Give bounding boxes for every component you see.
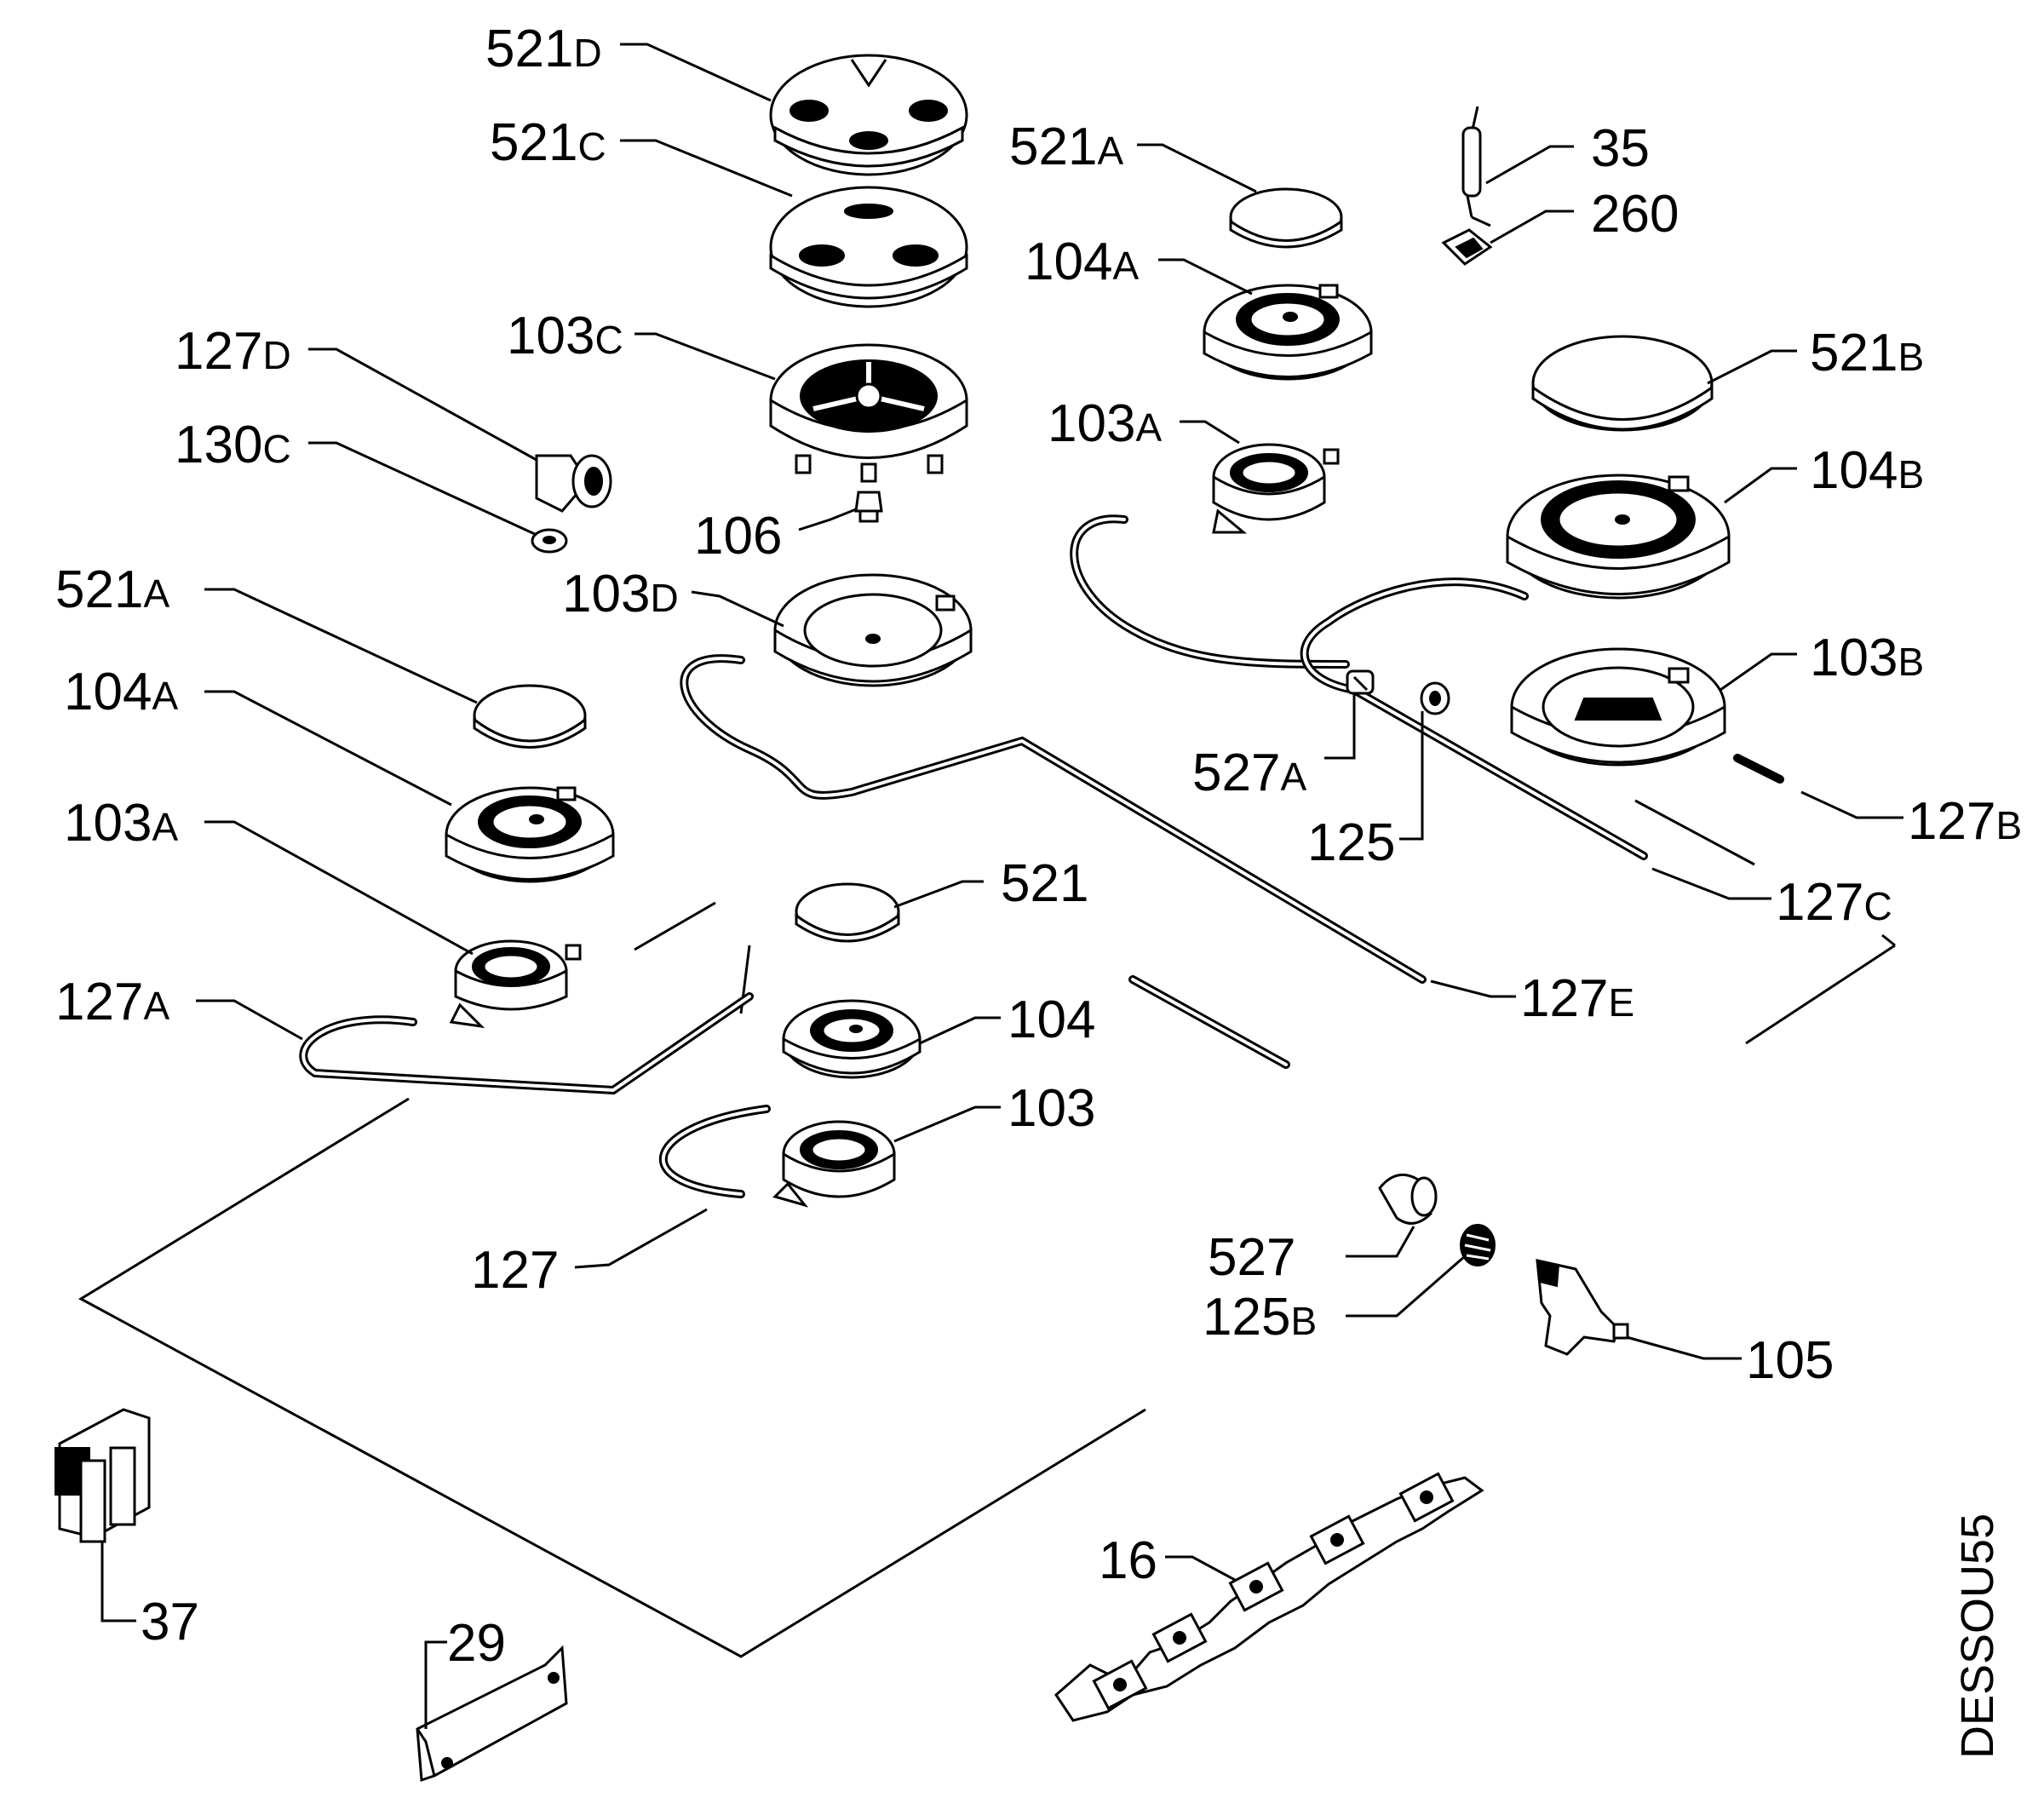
callout-106: 106	[694, 507, 782, 566]
callout-104: 104	[1008, 991, 1095, 1049]
callout-260: 260	[1591, 185, 1679, 244]
burner-base-103a-right	[1212, 443, 1340, 534]
callout-527: 527	[1208, 1228, 1295, 1287]
callout-125b: 125B	[1203, 1288, 1317, 1347]
electrode-strip-16	[1054, 1472, 1484, 1722]
nut-125	[1420, 681, 1450, 715]
callout-labels: 521D 521C 103C 127D 130C 106 103D 521A 1…	[55, 20, 2022, 1673]
callout-127c: 127C	[1776, 873, 1892, 932]
callout-521a-right: 521A	[1009, 118, 1123, 176]
callout-104a-right: 104A	[1025, 233, 1139, 291]
flame-spreader-104	[782, 999, 922, 1079]
flame-spreader-104a-left	[445, 786, 615, 883]
injector-106	[854, 491, 883, 523]
callout-35: 35	[1591, 119, 1650, 178]
bracket-29	[416, 1645, 568, 1783]
callout-527a: 527A	[1192, 744, 1306, 802]
burner-ring-103c	[769, 343, 968, 483]
burner-base-103d	[773, 573, 973, 687]
callout-521c: 521C	[490, 113, 606, 172]
callout-104b: 104B	[1810, 441, 1924, 500]
burner-cap-521d	[769, 54, 968, 176]
washer-130c	[531, 528, 568, 554]
burner-cap-521a-left	[473, 684, 587, 749]
callout-127e: 127E	[1520, 969, 1634, 1028]
collar-527	[1378, 1173, 1438, 1225]
callout-104a-left: 104A	[64, 663, 178, 721]
callout-37: 37	[141, 1593, 199, 1651]
callout-103b: 103B	[1810, 629, 1924, 687]
elbow-fitting-127d	[535, 454, 612, 513]
callout-103c: 103C	[507, 307, 623, 365]
callout-521a-left: 521A	[55, 560, 169, 619]
gas-valve-105	[1536, 1259, 1629, 1356]
callout-127: 127	[471, 1241, 559, 1300]
burner-base-103	[772, 1120, 896, 1208]
switch-block-37	[55, 1408, 151, 1559]
callout-103d: 103D	[562, 565, 679, 623]
hob-plate-outline	[78, 799, 1896, 1658]
callout-127d: 127D	[175, 322, 291, 381]
callout-521b: 521B	[1810, 324, 1924, 382]
collar-527a	[1346, 669, 1375, 695]
spring-125b	[1460, 1224, 1496, 1266]
flame-spreader-104a-right	[1203, 284, 1373, 381]
flame-spreader-104b	[1506, 474, 1731, 600]
callout-125: 125	[1307, 813, 1395, 872]
callout-29: 29	[447, 1614, 506, 1673]
clip-260	[1441, 228, 1493, 266]
burner-cap-521c	[769, 186, 968, 308]
thermocouple-35	[1461, 106, 1491, 227]
burner-cap-521a-right	[1229, 187, 1343, 249]
burner-cap-521b	[1531, 335, 1714, 432]
callout-103a-left: 103A	[64, 794, 178, 853]
callout-127a: 127A	[55, 973, 169, 1031]
callout-130c: 130C	[175, 416, 291, 474]
burner-base-103a-left	[449, 939, 582, 1029]
callout-103a-right: 103A	[1048, 394, 1162, 453]
callout-521d: 521D	[485, 20, 602, 78]
callout-103: 103	[1008, 1079, 1095, 1138]
drawing-code: DESSOU55	[1952, 1513, 2003, 1759]
callout-521: 521	[1001, 854, 1088, 913]
callout-16: 16	[1099, 1531, 1157, 1590]
callout-127b: 127B	[1908, 792, 2022, 851]
burner-cap-521	[795, 882, 900, 943]
callout-105: 105	[1746, 1331, 1834, 1390]
leader-lines	[100, 43, 1903, 1729]
burner-base-103b	[1510, 647, 1726, 767]
gas-tubes	[299, 514, 1784, 1198]
